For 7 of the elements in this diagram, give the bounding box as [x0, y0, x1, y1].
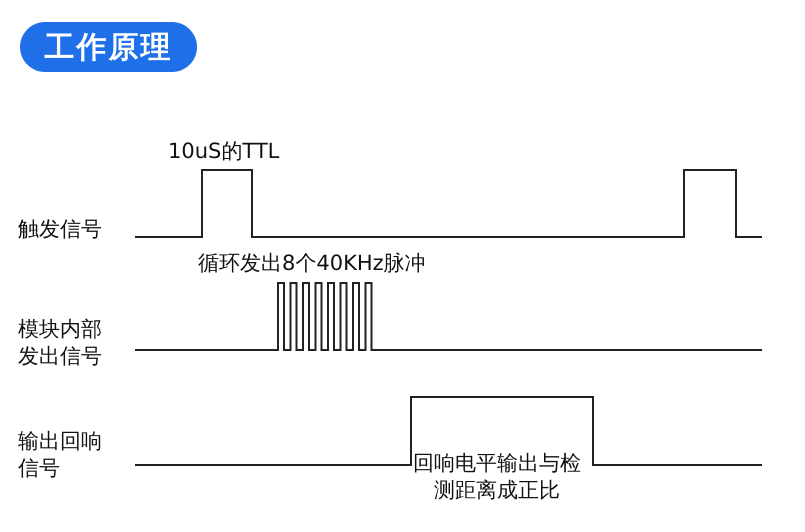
signal-label: 触发信号 [18, 216, 103, 243]
annotation-text: 回响电平输出与检测距离成正比 [412, 450, 582, 504]
annotation-text: 循环发出8个40KHz脉冲 [198, 250, 427, 277]
title-badge: 工作原理 [20, 22, 197, 72]
signal-label: 输出回响信号 [18, 428, 103, 482]
annotation-text: 10uS的TTL [168, 138, 280, 165]
signal-label: 模块内部发出信号 [18, 316, 103, 370]
